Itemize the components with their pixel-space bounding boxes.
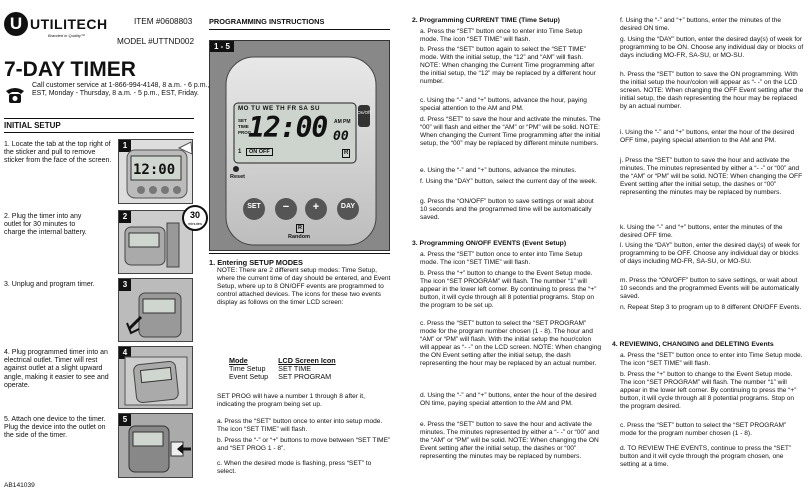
modes-col-mode: Mode: [229, 356, 248, 365]
brand-name: UTILITECH: [30, 16, 108, 32]
modes-col-icon: LCD Screen Icon: [278, 356, 336, 365]
reset-label: Reset: [230, 174, 245, 180]
brand-tagline: Branded in Quality™: [48, 33, 85, 38]
setup-step-4-text: 4. Plug programmed timer into an electri…: [4, 349, 109, 389]
lcd-prog-label: PROG: [238, 130, 252, 135]
lcd-time-label: TIME: [238, 124, 249, 129]
step-4-number: 4: [119, 347, 131, 359]
divider: [4, 118, 194, 119]
section-3-item-f: f. Using the “-” and “+” buttons, enter …: [620, 17, 782, 33]
programming-heading: PROGRAMMING INSTRUCTIONS: [209, 17, 325, 26]
section-1-note: NOTE: There are 2 different setup modes:…: [217, 267, 391, 307]
lcd-random-indicator: R: [342, 149, 351, 158]
section-4-item-a: a. Press the “SET” button once to enter …: [620, 352, 803, 368]
mode-cell: Event Setup: [229, 372, 269, 381]
section-3-item-n: n. Repeat Step 3 to program up to 8 diff…: [620, 304, 802, 311]
divider: [4, 132, 194, 133]
section-3-item-d: d. Using the “-” and “+” buttons, enter …: [420, 392, 597, 408]
step-1-number: 1: [119, 140, 131, 152]
item-number: ITEM #0608803: [134, 17, 193, 26]
model-number: MODEL #UTTND002: [117, 37, 195, 46]
svg-text:30: 30: [190, 210, 200, 220]
step-1-photo: 1 12:00: [118, 139, 193, 204]
section-2-item-f: f. Using the “DAY” button, select the cu…: [420, 178, 597, 185]
section-1-item-c: c. When the desired mode is flashing, pr…: [217, 460, 372, 476]
lcd-pm: PM: [343, 119, 351, 125]
section-3-item-g: g. Using the “DAY” button, enter the des…: [620, 36, 804, 60]
onoff-button[interactable]: On/Off: [357, 110, 371, 115]
svg-text:12:00: 12:00: [133, 162, 175, 178]
section-2-item-c: c. Using the “-” and “+” buttons, advanc…: [420, 97, 587, 113]
initial-setup-heading: INITIAL SETUP: [4, 121, 61, 130]
phone-icon: [4, 85, 26, 105]
step-2-number: 2: [119, 211, 131, 223]
section-2-item-b: b. Press the “SET” button again to selec…: [420, 46, 596, 86]
section-3-item-k: k. Using the “-” and “+” buttons, enter …: [620, 224, 783, 240]
customer-service-text: Call customer service at 1-866-994-4148,…: [32, 82, 210, 98]
section-2-item-g: g. Press the “ON/OFF” button to save set…: [420, 198, 594, 222]
section-3-item-h: h. Press the “SET” button to save the ON…: [620, 71, 804, 111]
day-button[interactable]: DAY: [340, 203, 356, 210]
section-3-item-c: c. Press the “SET” button to select the …: [420, 320, 602, 368]
table-row: Time Setup SET TIME: [229, 365, 346, 373]
section-1-item-a: a. Press the “SET” button once to enter …: [217, 418, 383, 434]
lcd-am: AM: [334, 119, 342, 125]
section-3-item-i: i. Using the “-” and “+” buttons, enter …: [620, 129, 795, 145]
step-5-photo: 5: [118, 413, 193, 478]
brand-logo: U UTILITECH Branded in Quality™: [4, 12, 114, 38]
icon-cell: SET TIME: [278, 364, 312, 373]
lcd-on-off: ON OFF: [246, 148, 273, 156]
section-3-item-m: m. Press the “ON/OFF” button to save set…: [620, 277, 800, 301]
utilitech-logo-icon: U: [4, 12, 28, 36]
timer-illustration: 1 - 5 MO TU WE TH FR SA SU SET TIME PROG…: [209, 40, 390, 251]
section-4-title: 4. REVIEWING, CHANGING and DELETING Even…: [612, 341, 774, 348]
section-2-item-e: e. Using the “-” and “+” buttons, advanc…: [420, 167, 577, 174]
step-5-number: 5: [119, 414, 131, 426]
section-3-item-a: a. Press the “SET” button once to enter …: [420, 251, 583, 267]
section-4-item-b: b. Press the “+” button to change to the…: [620, 371, 797, 411]
section-4-item-c: c. Press the “SET” button to select the …: [620, 422, 787, 438]
section-3-item-j: j. Press the “SET” button to save the ho…: [620, 157, 803, 197]
random-label: Random: [288, 234, 310, 240]
setup-step-2-text: 2. Plug the timer into any outlet for 30…: [4, 213, 87, 237]
minus-button[interactable]: −: [282, 201, 290, 213]
section-3-item-l: l. Using the “DAY” button, enter the des…: [620, 242, 800, 266]
plus-button[interactable]: +: [312, 201, 320, 213]
section-3-item-e: e. Press the “SET” button to save the ho…: [420, 421, 600, 461]
section-1-title: 1. Entering SETUP MODES: [209, 258, 303, 267]
figure-label: 1 - 5: [210, 41, 235, 52]
section-1-item-b: b. Press the “-” or “+” buttons to move …: [217, 437, 391, 453]
mode-cell: Time Setup: [229, 364, 266, 373]
section-3-item-b: b. Press the “+” button to change to the…: [420, 270, 597, 310]
step-3-number: 3: [119, 279, 131, 291]
footer-code: AB141039: [4, 482, 35, 489]
step-3-photo: 3: [118, 278, 193, 342]
set-button[interactable]: SET: [247, 203, 261, 210]
section-2-item-a: a. Press the “SET” button once to enter …: [420, 28, 583, 44]
lcd-set-label: SET: [238, 118, 247, 123]
section-1-after: SET PROG will have a number 1 through 8 …: [217, 393, 365, 409]
lcd-program-number: 1: [238, 149, 242, 155]
page-title: 7-DAY TIMER: [4, 58, 136, 81]
section-2-item-d: d. Press “SET” to save the hour and acti…: [420, 116, 601, 148]
svg-text:minutes: minutes: [188, 221, 202, 226]
setup-step-1-text: 1. Locate the tab at the top right of th…: [4, 141, 112, 165]
section-4-item-d: d. TO REVIEW THE EVENTS, continue to pre…: [620, 445, 792, 469]
section-3-title: 3. Programming ON/OFF EVENTS (Event Setu…: [412, 240, 567, 247]
modes-table: Mode LCD Screen Icon Time Setup SET TIME…: [229, 356, 346, 381]
lcd-days: MO TU WE TH FR SA SU: [238, 105, 320, 112]
lcd-seconds: 00: [333, 129, 349, 144]
step-4-photo: 4: [118, 346, 193, 409]
section-2-title: 2. Programming CURRENT TIME (Time Setup): [412, 17, 560, 24]
random-indicator-icon: R: [296, 224, 304, 233]
setup-step-3-text: 3. Unplug and program timer.: [4, 281, 95, 288]
divider: [209, 29, 390, 30]
icon-cell: SET PROGRAM: [278, 372, 332, 381]
step-2-photo: 2: [118, 210, 193, 274]
divider: [209, 253, 390, 254]
table-row: Event Setup SET PROGRAM: [229, 373, 346, 381]
setup-step-5-text: 5. Attach one device to the timer. Plug …: [4, 416, 106, 440]
lcd-time: 12:00: [248, 111, 328, 144]
